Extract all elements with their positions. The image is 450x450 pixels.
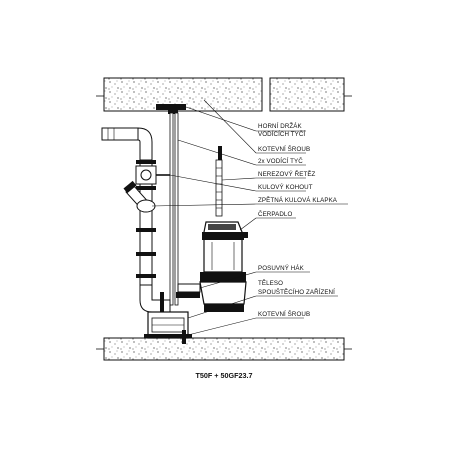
label-sliding-hook: POSUVNÝ HÁK bbox=[258, 265, 305, 272]
label-coupling-base-line2: SPOUŠTĚCÍHO ZAŘÍZENÍ bbox=[258, 288, 335, 296]
label-upper-bracket-line1: HORNÍ DRŽÁK bbox=[258, 122, 302, 130]
upper-rail-bracket bbox=[156, 104, 186, 114]
stainless-chain bbox=[215, 159, 223, 217]
bottom-slab bbox=[103, 337, 345, 361]
label-pump: ČERPADLO bbox=[258, 211, 292, 218]
label-upper-bracket-line2: VODÍCÍCH TYČÍ bbox=[258, 131, 305, 138]
label-coupling-base-line1: TĚLESO bbox=[258, 279, 283, 287]
label-anchor-bolt-bottom: KOTEVNÍ ŠROUB bbox=[258, 311, 310, 318]
diagram-caption: T50F + 50GF23.7 bbox=[196, 371, 253, 380]
guide-rails bbox=[169, 112, 179, 306]
discharge-pipe bbox=[101, 127, 171, 316]
label-stainless-chain: NEREZOVÝ ŘETĚZ bbox=[258, 170, 316, 178]
label-ball-valve: KULOVÝ KOHOUT bbox=[258, 184, 313, 191]
anchor-bolt-top bbox=[218, 146, 222, 160]
sliding-hook bbox=[176, 283, 201, 298]
leader-lines bbox=[151, 99, 348, 337]
pump-body bbox=[199, 221, 248, 312]
ball-valve bbox=[135, 165, 170, 185]
coupling-base bbox=[144, 311, 192, 344]
label-check-valve: ZPĚTNÁ KULOVÁ KLAPKA bbox=[258, 196, 338, 204]
label-guide-rails: 2x VODÍCÍ TYČ bbox=[258, 158, 303, 165]
label-anchor-bolt-top: KOTEVNÍ ŠROUB bbox=[258, 146, 310, 153]
top-slab-right bbox=[269, 77, 345, 112]
